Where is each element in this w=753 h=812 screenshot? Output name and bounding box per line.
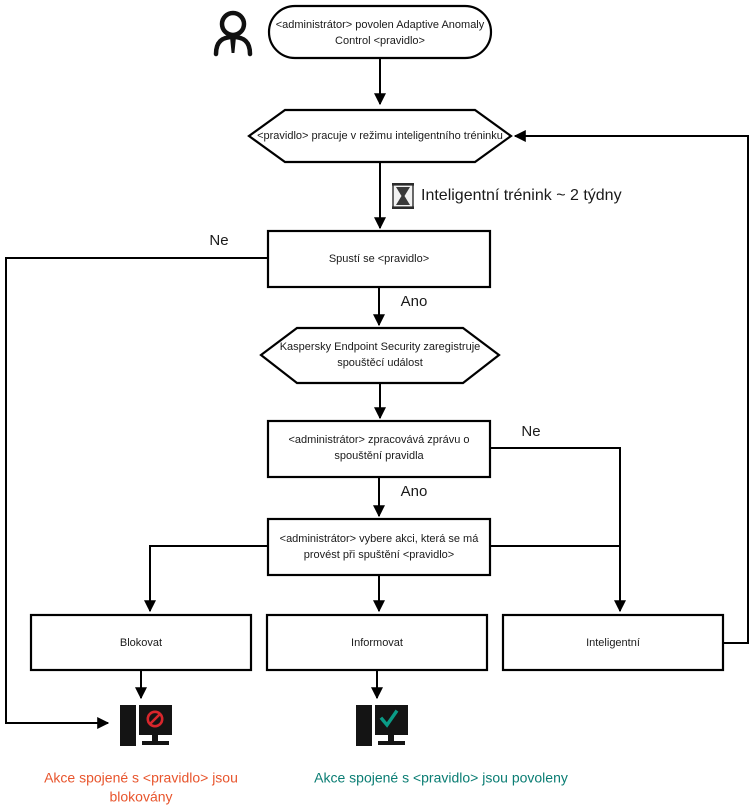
node-action-smart: Inteligentní — [501, 613, 725, 672]
node-rule-triggers-label: Spustí se <pravidlo> — [329, 253, 429, 265]
monitor-blocked-icon — [120, 705, 172, 746]
node-kes-registers: Kaspersky Endpoint Security zaregistruje… — [259, 326, 501, 385]
hourglass-icon — [392, 183, 414, 209]
node-start: <administrátor> povolen Adaptive Anomaly… — [267, 4, 493, 60]
node-smart-mode-shape — [247, 108, 513, 164]
node-smart-mode: <pravidlo> pracuje v režimu inteligentní… — [247, 108, 513, 164]
node-admin-processes: <administrátor> zpracovává zprávu o spou… — [266, 419, 492, 479]
user-actor-icon — [213, 10, 253, 57]
edge-label-rule-triggers-yes: Ano — [401, 293, 428, 310]
caption-blocked-line2: blokovány — [109, 789, 172, 805]
node-action-inform: Informovat — [265, 613, 489, 672]
node-kes-registers-shape — [259, 326, 501, 385]
edge-rule-triggers-no — [5, 257, 268, 729]
node-admin-processes-label-line1: <administrátor> zpracovává zprávu o — [289, 434, 470, 446]
edge-admin-selects-to-block — [144, 545, 268, 613]
node-admin-selects: <administrátor> vybere akci, která se má… — [266, 517, 492, 577]
edge-label-rule-triggers-no: Ne — [209, 232, 228, 249]
caption-allowed: Akce spojené s <pravidlo> jsou povoleny — [314, 770, 568, 786]
node-admin-processes-label-line2: spouštění pravidla — [334, 450, 424, 462]
node-rule-triggers: Spustí se <pravidlo> — [266, 229, 492, 289]
edge-label-admin-processes-no: Ne — [521, 423, 540, 440]
node-admin-selects-label-line2: provést při spuštění <pravidlo> — [304, 549, 454, 561]
edge-admin-processes-no — [490, 447, 626, 613]
node-start-label-line2: Control <pravidlo> — [335, 35, 425, 47]
edge-label-admin-processes-yes: Ano — [401, 483, 428, 500]
edge-smart-action-loopback — [513, 130, 749, 644]
node-start-label-line1: <administrátor> povolen Adaptive Anomaly — [276, 19, 485, 31]
node-admin-selects-label-line1: <administrátor> vybere akci, která se má — [280, 533, 480, 545]
node-kes-registers-label-line2: spouštěcí událost — [337, 357, 423, 369]
node-action-block: Blokovat — [29, 613, 253, 672]
node-kes-registers-label-line1: Kaspersky Endpoint Security zaregistruje — [280, 341, 481, 353]
node-action-block-label: Blokovat — [120, 637, 162, 649]
node-smart-mode-label: <pravidlo> pracuje v režimu inteligentní… — [257, 130, 503, 142]
node-action-smart-label: Inteligentní — [586, 637, 640, 649]
timer-label: Inteligentní trénink ~ 2 týdny — [421, 187, 622, 204]
node-action-inform-label: Informovat — [351, 637, 403, 649]
monitor-allowed-icon — [356, 705, 408, 746]
caption-blocked-line1: Akce spojené s <pravidlo> jsou — [44, 770, 238, 786]
